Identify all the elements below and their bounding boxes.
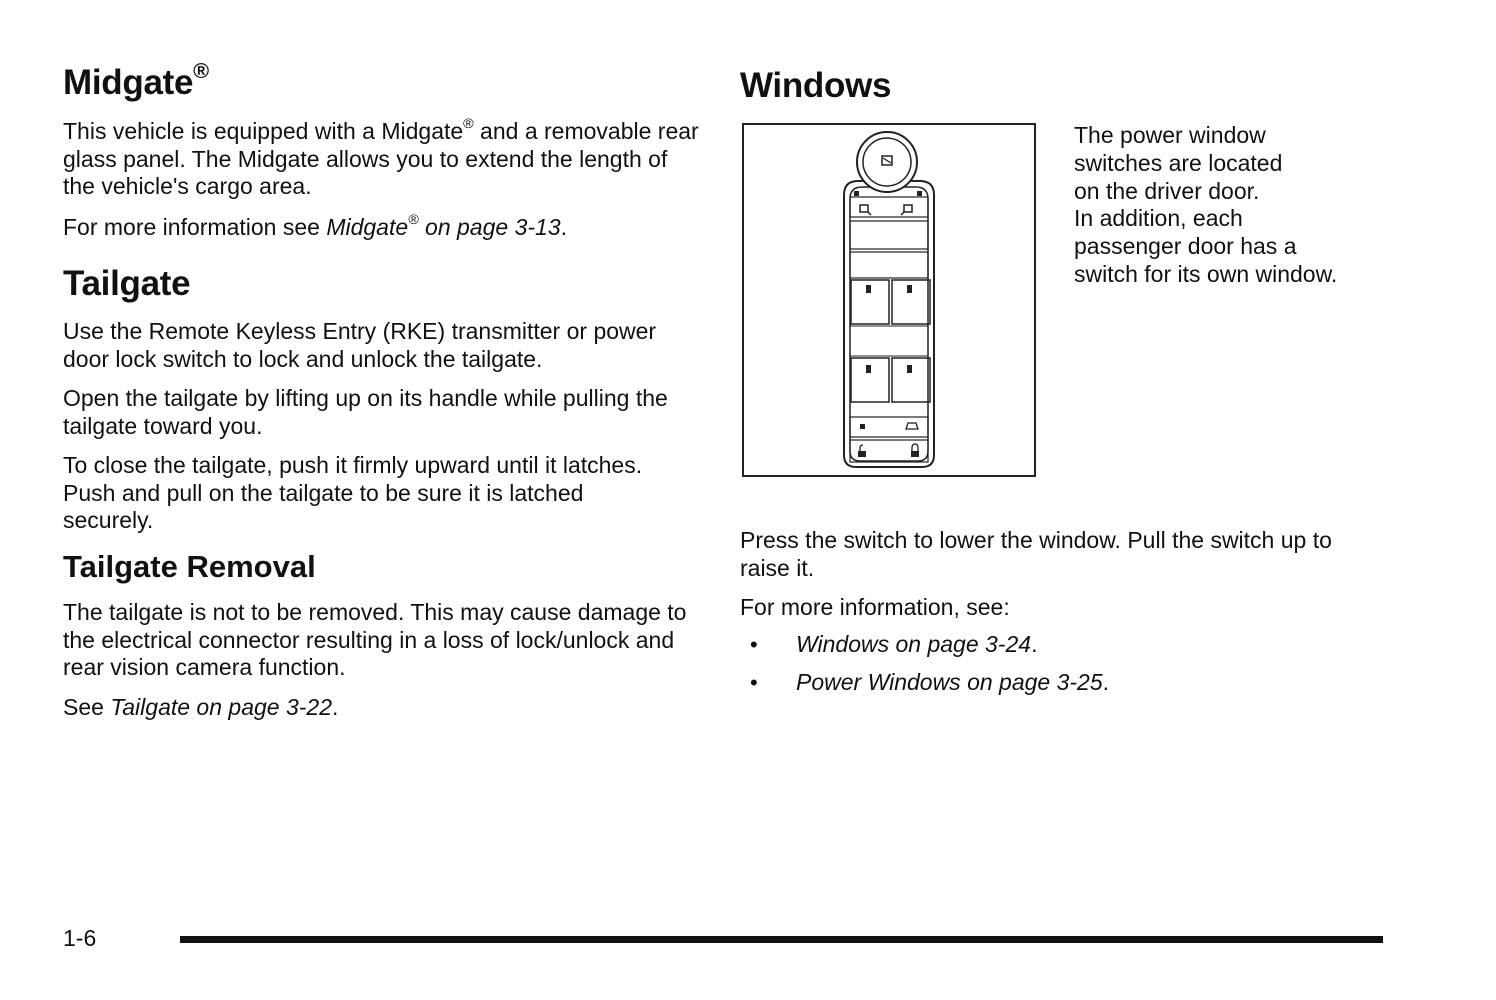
express-icon <box>905 422 919 430</box>
caption-line-2: switches are located <box>1074 149 1283 176</box>
rear-left-window-switch <box>850 357 890 403</box>
tailgate-removal-paragraph: The tailgate is not to be removed. This … <box>63 599 687 680</box>
midgate-reference: For more information see Midgate® on pag… <box>63 212 567 240</box>
tailgate-heading: Tailgate <box>63 264 191 303</box>
list-item: • Windows on page 3-24. <box>750 631 1038 657</box>
caption-line-6: switch for its own window. <box>1074 260 1338 287</box>
window-lock-icon <box>881 155 893 166</box>
tailgate-removal-reference: See Tailgate on page 3-22. <box>63 694 339 720</box>
figure-caption: The power window switches are located on… <box>1074 122 1404 289</box>
lock-icon <box>911 451 919 457</box>
footer-rule <box>180 936 1383 943</box>
windows-paragraph-2: For more information, see: <box>740 594 1010 620</box>
tailgate-paragraph-1: Use the Remote Keyless Entry (RKE) trans… <box>63 318 657 372</box>
midgate-paragraph: This vehicle is equipped with a Midgate®… <box>63 116 699 199</box>
tailgate-removal-heading: Tailgate Removal <box>63 549 316 584</box>
front-left-window-switch <box>850 279 890 325</box>
windows-paragraph-1: Press the switch to lower the window. Pu… <box>740 527 1332 581</box>
midgate-heading: Midgate® <box>63 57 209 102</box>
power-window-switch-illustration <box>742 123 1036 477</box>
page-number: 1-6 <box>63 925 97 951</box>
caption-line-5: passenger door has a <box>1074 233 1297 260</box>
caption-line-3: on the driver door. <box>1074 177 1260 204</box>
windows-reference-list: • Windows on page 3-24. • Power Windows … <box>750 631 1390 707</box>
caption-line-4: In addition, each <box>1074 205 1243 232</box>
tailgate-link[interactable]: Tailgate on page 3-22 <box>110 694 332 720</box>
front-right-window-switch <box>891 279 931 325</box>
tailgate-paragraph-2: Open the tailgate by lifting up on its h… <box>63 385 668 439</box>
unlock-icon <box>858 451 866 457</box>
bullet-icon: • <box>750 670 758 695</box>
mirror-left-icon <box>859 204 869 213</box>
window-switch-panel-drawing <box>843 131 935 468</box>
caption-line-1: The power window <box>1074 122 1266 148</box>
bullet-icon: • <box>750 632 758 657</box>
tailgate-paragraph-3: To close the tailgate, push it firmly up… <box>63 452 643 533</box>
list-item: • Power Windows on page 3-25. <box>750 669 1110 695</box>
power-windows-link[interactable]: Power Windows on page 3-25 <box>796 669 1103 695</box>
windows-heading: Windows <box>740 66 892 105</box>
midgate-link[interactable]: Midgate® on page 3-13 <box>326 212 561 240</box>
mirror-right-icon <box>903 204 913 213</box>
windows-link[interactable]: Windows on page 3-24 <box>796 631 1032 657</box>
rear-right-window-switch <box>891 357 931 403</box>
